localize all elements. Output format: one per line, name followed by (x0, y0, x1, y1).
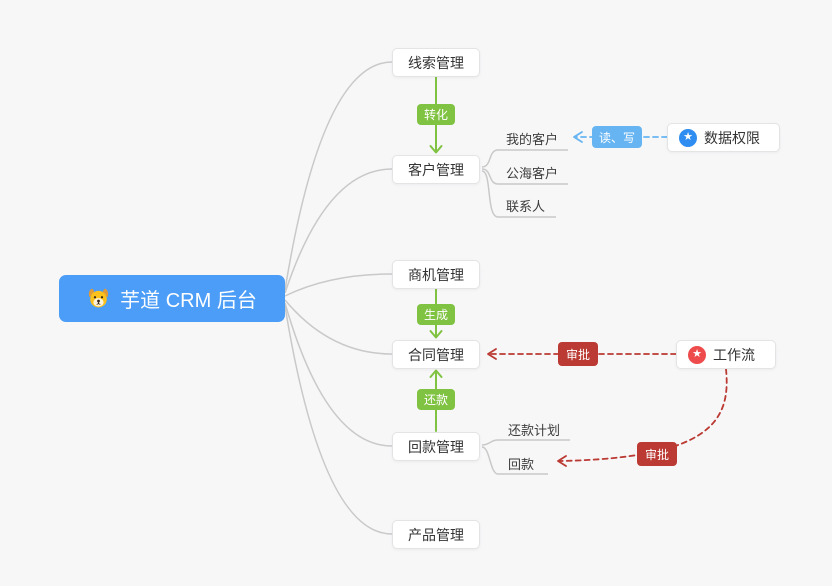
arrowhead-approve-contract-icon (487, 348, 497, 360)
edge-label-convert: 转化 (417, 104, 455, 125)
root-node-crm-backend[interactable]: 芋道 CRM 后台 (59, 275, 285, 322)
arrowhead-repay-icon (429, 369, 443, 378)
node-data-permission-label: 数据权限 (704, 129, 760, 146)
edge-root-to-contracts (284, 299, 393, 355)
root-node-label: 芋道 CRM 后台 (120, 290, 257, 312)
node-data-permission[interactable]: ★ 数据权限 (667, 123, 780, 152)
edge-label-generate: 生成 (417, 304, 455, 325)
node-leads[interactable]: 线索管理 (392, 48, 480, 77)
edge-customers-to-contacts (481, 170, 556, 218)
node-payment[interactable]: 回款 (508, 457, 535, 472)
edge-label-repay: 还款 (417, 389, 455, 410)
node-products[interactable]: 产品管理 (392, 520, 480, 549)
edge-root-to-leads (284, 61, 393, 291)
node-workflow-label: 工作流 (713, 346, 755, 363)
arrowhead-convert-icon (429, 145, 443, 154)
edge-customers-to-public-customers (481, 168, 568, 185)
node-repayment-plan[interactable]: 还款计划 (508, 423, 561, 438)
node-my-customers[interactable]: 我的客户 (506, 132, 559, 147)
edge-root-to-products (284, 305, 393, 535)
edge-root-to-receivables (284, 302, 393, 447)
edge-receivables-to-payment (481, 446, 548, 475)
edge-workflow-to-payment (559, 368, 728, 462)
edge-root-to-opportunities (284, 273, 393, 297)
edge-root-to-customers (284, 168, 393, 294)
node-workflow[interactable]: ★ 工作流 (676, 340, 776, 369)
node-leads-label: 线索管理 (408, 54, 464, 71)
node-opportunities-label: 商机管理 (408, 266, 464, 283)
node-contacts[interactable]: 联系人 (506, 199, 546, 214)
node-receivables[interactable]: 回款管理 (392, 432, 480, 461)
edge-label-approve-receivable: 审批 (637, 442, 677, 466)
arrowhead-generate-icon (429, 330, 443, 339)
arrowhead-approve-payment-icon (557, 455, 567, 467)
star-icon: ★ (679, 128, 697, 147)
edge-customers-to-my-customers (481, 149, 568, 168)
node-public-customers[interactable]: 公海客户 (506, 166, 559, 181)
node-products-label: 产品管理 (408, 526, 464, 543)
edge-receivables-to-repayment-plan (481, 439, 570, 446)
edge-label-approve-contract: 审批 (558, 342, 598, 366)
node-receivables-label: 回款管理 (408, 438, 464, 455)
node-opportunities[interactable]: 商机管理 (392, 260, 480, 289)
dog-face-icon (89, 288, 109, 308)
arrowhead-read-write-icon (573, 131, 583, 143)
node-contracts[interactable]: 合同管理 (392, 340, 480, 369)
star-icon: ★ (688, 345, 706, 364)
node-contracts-label: 合同管理 (408, 346, 464, 363)
node-customers[interactable]: 客户管理 (392, 155, 480, 184)
node-customers-label: 客户管理 (408, 161, 464, 178)
edge-label-read-write: 读、写 (592, 126, 642, 148)
